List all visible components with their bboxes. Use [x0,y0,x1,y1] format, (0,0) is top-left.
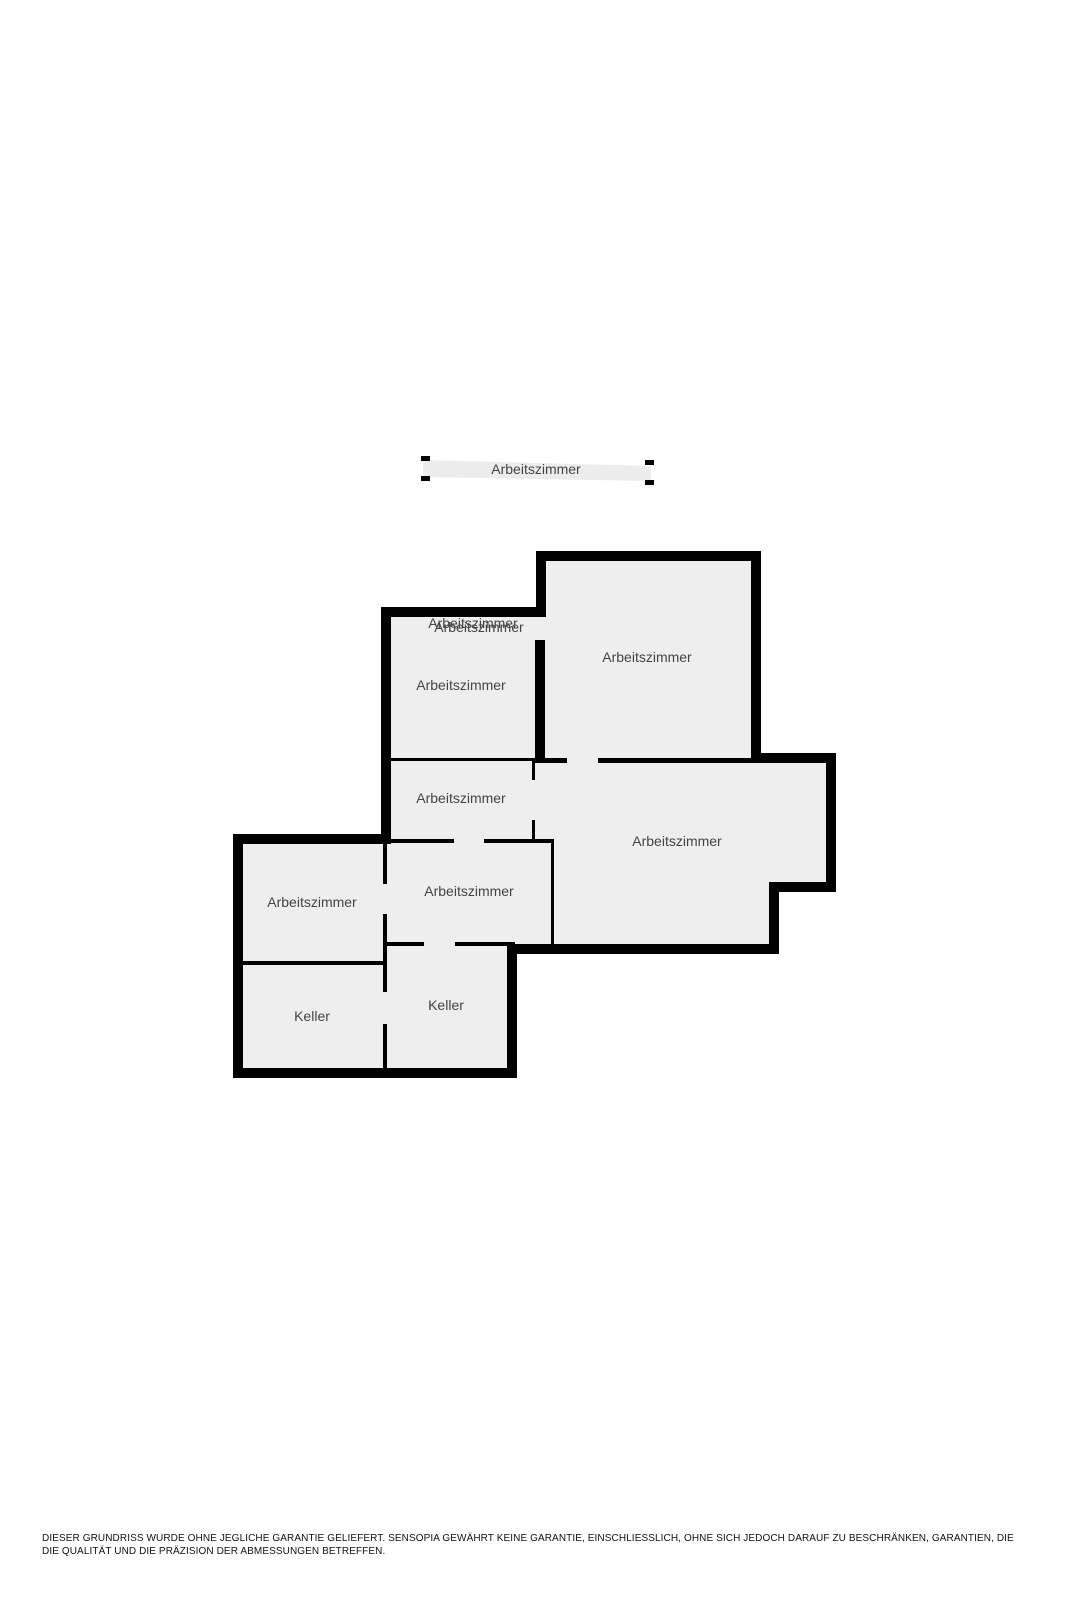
room-label-left-mid: Arbeitszimmer [267,894,357,910]
wall [598,758,756,763]
wall [535,758,567,763]
wall [769,882,836,892]
wall [535,640,545,759]
wall [386,839,454,843]
room-label-upper-left-top: Arbeitszimmer [434,619,524,635]
wall [532,758,535,780]
wall [536,551,546,617]
wall [381,607,391,844]
room-label-keller-right: Keller [428,997,464,1013]
room-labels: Arbeitszimmer Arbeitszimmer Arbeitszimme… [267,461,722,1024]
wall [751,551,761,761]
room-label-hall: Arbeitszimmer [416,790,506,806]
balcony-marker [421,476,430,481]
disclaimer-text: DIESER GRUNDRISS WURDE OHNE JEGLICHE GAR… [42,1533,1014,1557]
wall [233,834,387,844]
wall [507,944,517,1078]
room-label-large-right: Arbeitszimmer [632,833,722,849]
wall [536,551,760,561]
room-label-upper-right: Arbeitszimmer [602,649,692,665]
wall [532,820,535,842]
wall [381,607,544,617]
wall [383,1024,387,1072]
wall [769,882,779,954]
wall [233,834,243,1078]
exterior-walls [233,551,836,1078]
room-label-upper-left: Arbeitszimmer [416,677,506,693]
interior-walls [240,640,756,1072]
balcony-floor [423,460,651,481]
balcony-marker [421,456,430,461]
balcony-marker [645,460,654,465]
wall [386,758,533,761]
wall [455,942,515,946]
room-label-keller-left: Keller [294,1008,330,1024]
floor-area [236,556,831,1073]
wall [383,914,387,992]
wall [507,944,779,954]
wall [233,1068,517,1078]
wall [240,961,385,965]
room-label-center-mid: Arbeitszimmer [424,883,514,899]
wall [386,942,424,946]
wall [751,753,835,763]
wall [826,753,836,892]
balcony-marker [645,480,654,485]
balcony [421,456,654,485]
wall [551,839,554,949]
room-label-upper-left-top-overlap: Arbeitszimmer [428,615,518,631]
room-label-balcony: Arbeitszimmer [491,461,581,477]
wall [383,841,387,884]
wall [484,839,554,843]
